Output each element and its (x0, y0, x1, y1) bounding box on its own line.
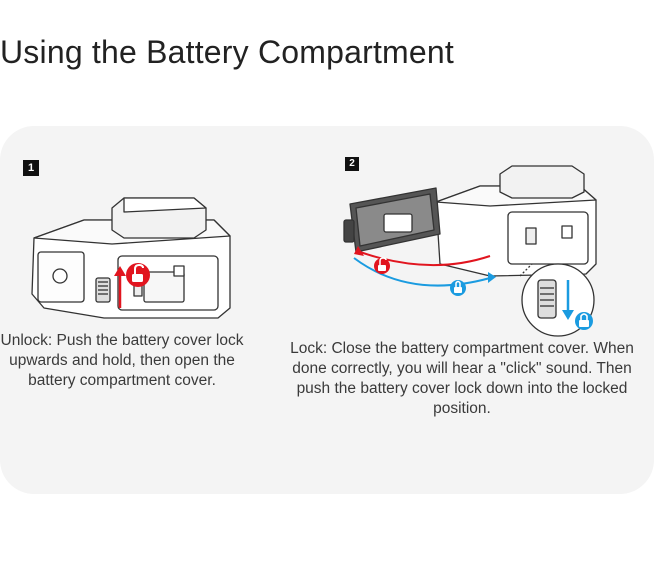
curved-arrow-icon (353, 257, 496, 287)
locked-padlock-icon (450, 280, 466, 296)
locked-padlock-icon (575, 312, 593, 330)
step-2-caption: Lock: Close the battery compartment cove… (290, 340, 634, 417)
camera-lock-illustration (343, 165, 597, 337)
camera-unlock-illustration (31, 197, 231, 319)
step-2-badge: 2 (345, 157, 359, 171)
unlocked-padlock-icon (126, 263, 150, 287)
page-title: Using the Battery Compartment (0, 34, 454, 70)
down-arrow-icon (562, 280, 574, 320)
up-arrow-icon (114, 266, 126, 308)
curved-arrow-icon (354, 246, 491, 267)
unlocked-padlock-icon (374, 257, 390, 274)
step-1-badge: 1 (23, 160, 39, 176)
step-1-caption: Unlock: Push the battery cover lock upwa… (0, 332, 244, 389)
